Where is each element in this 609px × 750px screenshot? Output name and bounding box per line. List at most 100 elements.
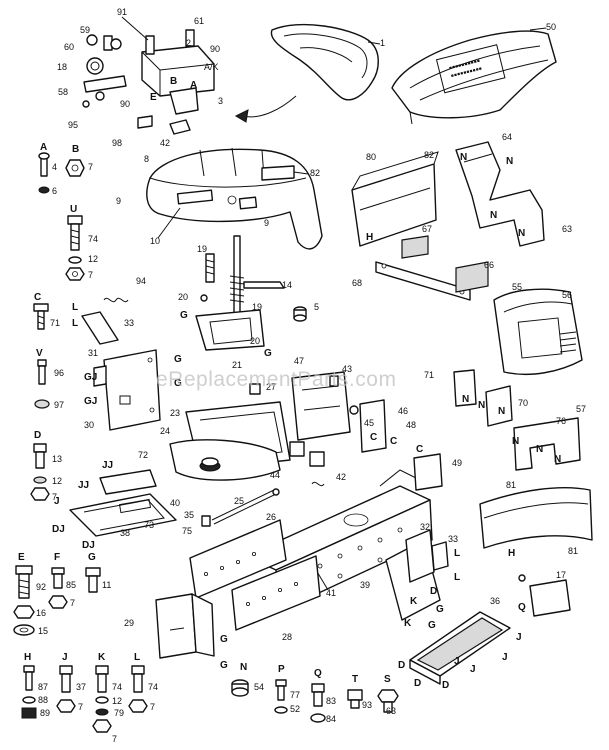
tag-D2: D: [398, 660, 405, 671]
tag-H2: H: [508, 548, 515, 559]
bracket-64[interactable]: [455, 141, 545, 247]
hw-B-num: 7: [88, 162, 93, 172]
hardware-D[interactable]: [30, 443, 50, 501]
fuel-tank[interactable]: [169, 439, 281, 481]
bracket-76[interactable]: [513, 417, 581, 471]
callout-35: 35: [184, 510, 194, 520]
part-17[interactable]: [518, 574, 571, 617]
hw-K-num3: 79: [114, 708, 124, 718]
pad-66[interactable]: [455, 261, 489, 293]
tag-J3: J: [502, 652, 508, 663]
seat-cover[interactable]: ▪▪▪▪▪▪▪▪▪▪ ▪▪▪▪▪▪▪▪▪▪: [391, 30, 557, 125]
watermark: eReplacementParts.com: [156, 368, 396, 391]
hardware-A[interactable]: [38, 152, 50, 194]
hardware-F[interactable]: [48, 567, 68, 609]
callout-98: 98: [112, 138, 122, 148]
tag-N3: N: [490, 210, 497, 221]
hw-letter-Q: Q: [314, 668, 322, 679]
tag-N1: N: [460, 152, 467, 163]
part-43[interactable]: [329, 375, 339, 387]
callout-33b: 33: [448, 534, 458, 544]
callout-50: 50: [546, 22, 556, 32]
hw-K-num2: 12: [112, 696, 122, 706]
hardware-L[interactable]: [128, 665, 148, 713]
callout-44: 44: [270, 470, 280, 480]
tag-JJ1: JJ: [102, 460, 113, 471]
tag-G4: G: [174, 378, 182, 389]
part-31[interactable]: [93, 365, 107, 387]
hardware-K[interactable]: [92, 665, 112, 733]
part-5[interactable]: [293, 306, 307, 322]
hardware-C[interactable]: [33, 303, 49, 330]
bracket-71[interactable]: [453, 369, 477, 407]
battery-tray[interactable]: [69, 469, 177, 537]
part-75[interactable]: [201, 515, 211, 527]
callout-40: 40: [170, 498, 180, 508]
callout-55: 55: [512, 282, 522, 292]
steering-column[interactable]: [195, 235, 285, 351]
hardware-H[interactable]: [21, 665, 37, 719]
hardware-Q[interactable]: [310, 683, 326, 723]
bracket-29[interactable]: [155, 593, 215, 659]
callout-58: 58: [58, 87, 68, 97]
tag-N8: N: [512, 436, 519, 447]
hardware-T[interactable]: [347, 689, 363, 709]
bracket-33[interactable]: [81, 311, 119, 345]
hw-C-num: 71: [50, 318, 60, 328]
bracket-49[interactable]: [413, 453, 443, 491]
callout-75: 75: [182, 526, 192, 536]
pad-67[interactable]: [401, 235, 429, 259]
side-panel-80[interactable]: [351, 151, 439, 247]
hardware-G[interactable]: [85, 567, 101, 593]
control-cluster[interactable]: [82, 29, 215, 135]
part-45[interactable]: [349, 399, 387, 453]
callout-90: 90: [210, 44, 220, 54]
hw-letter-H: H: [24, 652, 31, 663]
callout-9b: 9: [264, 218, 269, 228]
bracket-32[interactable]: [405, 529, 435, 583]
trim-81[interactable]: [479, 486, 593, 549]
bracket-70[interactable]: [485, 385, 513, 427]
tag-G7: G: [436, 604, 444, 615]
tag-GJ1: GJ: [84, 372, 97, 383]
callout-5: 5: [314, 302, 319, 312]
hw-D-num: 13: [52, 454, 62, 464]
callout-8: 8: [144, 154, 149, 164]
hw-T-num: 93: [362, 700, 372, 710]
callout-91: 91: [117, 7, 127, 17]
hw-G-num: 11: [102, 580, 111, 590]
seat[interactable]: [270, 23, 379, 101]
rod-25[interactable]: [211, 488, 280, 525]
callout-72: 72: [138, 450, 148, 460]
panel-30[interactable]: [103, 349, 161, 431]
hardware-S[interactable]: [377, 689, 399, 713]
callout-18: 18: [57, 62, 67, 72]
callout-42a: 42: [160, 138, 170, 148]
bracket-33b[interactable]: [431, 541, 449, 571]
spring-94[interactable]: [103, 297, 129, 303]
hardware-E[interactable]: [13, 565, 35, 636]
tag-C3: C: [416, 444, 423, 455]
step-plate-36[interactable]: [409, 611, 511, 685]
hardware-N[interactable]: [231, 679, 249, 697]
callout-94: 94: [136, 276, 146, 286]
hw-L-num: 74: [148, 682, 158, 692]
hardware-J[interactable]: [56, 665, 76, 713]
rear-fender[interactable]: [493, 288, 583, 376]
hw-J-num2: 7: [78, 702, 83, 712]
callout-9a: 9: [116, 196, 121, 206]
frame-rail-left[interactable]: [189, 519, 321, 631]
hardware-B[interactable]: [65, 159, 85, 177]
hw-U-num2: 12: [88, 254, 98, 264]
hardware-V[interactable]: [34, 359, 50, 409]
tag-D3: D: [414, 678, 421, 689]
part-27[interactable]: [249, 383, 261, 395]
hw-Q-num2: 84: [326, 714, 336, 724]
tag-J1: J: [54, 496, 60, 507]
hardware-P[interactable]: [274, 679, 288, 714]
hood-dash-panel[interactable]: [146, 147, 323, 250]
hardware-U[interactable]: [65, 215, 85, 281]
callout-43: 43: [342, 364, 352, 374]
hw-letter-N: N: [240, 662, 247, 673]
blocks-44[interactable]: [289, 441, 325, 467]
